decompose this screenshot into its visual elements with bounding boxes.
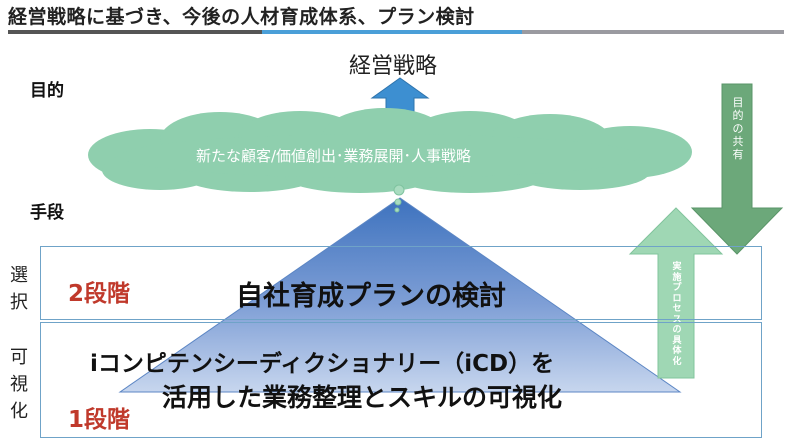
stage2-box [40,246,762,320]
stage1-heading-line2: 活用した業務整理とスキルの可視化 [162,383,563,412]
up-arrow-icon [628,207,724,379]
means-label: 手段 [30,203,64,223]
select-side-label: 選 択 [10,265,28,313]
strategy-label: 経営戦略 [349,54,438,79]
title-underline-dark [8,30,262,34]
stage2-tag: 2段階 [68,281,131,307]
cloud-bubble [394,207,400,213]
down-arrow-text: 目 的 の 共 有 [732,96,744,161]
page-title: 経営戦略に基づき、今後の人材育成体系、プラン検討 [8,6,475,28]
cloud-shape [88,108,692,193]
stage1-heading-line1: iコンピテンシーディクショナリー（iCD）を [90,351,555,377]
down-arrow-icon [690,83,784,255]
stage1-tag: 1段階 [68,407,131,433]
title-underline-grey [522,30,784,34]
stage1-box [40,322,762,438]
title-underline-blue [262,30,522,34]
cloud-text: 新たな顧客/価値創出･業務展開･人事戦略 [196,147,472,165]
purpose-label: 目的 [30,81,64,101]
cloud-bubble [393,184,405,196]
pyramid [118,197,682,393]
visualize-side-label: 可 視 化 [10,347,28,422]
cloud-bubble [394,198,402,206]
stage2-heading: 自社育成プランの検討 [236,281,506,312]
